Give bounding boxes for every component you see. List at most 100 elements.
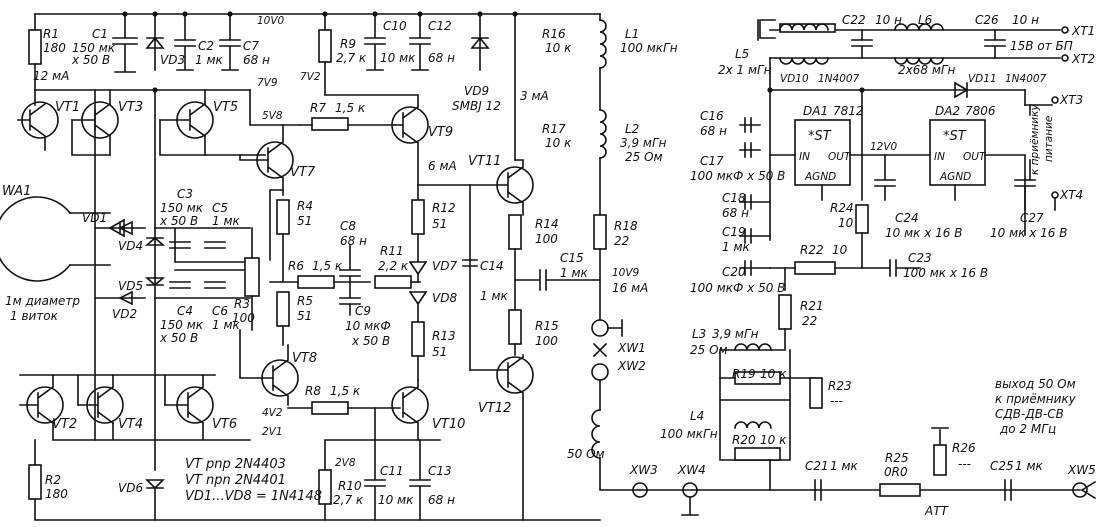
- label: 51: [432, 345, 447, 359]
- label: 10 к: [760, 433, 787, 447]
- label: 150 мк: [160, 201, 204, 215]
- label: VD6: [118, 481, 143, 495]
- label: до 2 МГц: [999, 422, 1056, 436]
- label: СДВ-ДВ-СВ: [995, 407, 1064, 421]
- label: L3: [692, 327, 706, 341]
- label: C7: [243, 39, 259, 53]
- label: к приёмнику: [995, 392, 1077, 406]
- lower-transistor-row: [19, 329, 601, 521]
- label: R11: [380, 244, 404, 258]
- label: L5: [735, 47, 749, 61]
- label: R21: [800, 299, 824, 313]
- label: выход 50 Ом: [995, 377, 1076, 391]
- label: DA2: [935, 104, 960, 118]
- label: XT3: [1059, 93, 1083, 107]
- label: 10 мк x 16 В: [990, 226, 1067, 240]
- label: ---: [958, 457, 971, 471]
- label: 10 н: [1012, 13, 1039, 27]
- label: R1: [43, 27, 59, 41]
- label: 68 н: [243, 53, 270, 67]
- label: 16 мА: [612, 281, 648, 295]
- da1-regulator: [794, 119, 851, 186]
- label: C10: [383, 19, 407, 33]
- label: 6 мА: [428, 159, 457, 173]
- label: 2V8: [335, 457, 356, 469]
- label: L6: [918, 13, 933, 27]
- label: VT11: [468, 154, 501, 169]
- label: 4V2: [262, 407, 283, 419]
- label: VD4: [118, 239, 143, 253]
- label: R22: [800, 243, 824, 257]
- label: WA1: [2, 184, 31, 199]
- label: VD3: [160, 53, 185, 67]
- label: 10: [838, 216, 854, 230]
- label: 15В от БП: [1010, 39, 1073, 53]
- label: C23: [908, 251, 932, 265]
- label: XW2: [617, 359, 646, 373]
- label: DA1: [803, 104, 828, 118]
- label: C24: [895, 211, 919, 225]
- label: x 50 В: [351, 334, 390, 348]
- label: 10 к: [545, 41, 572, 55]
- r7-resistor: [311, 117, 349, 131]
- label: 2,2 к: [378, 259, 409, 273]
- label: 1 мк: [212, 214, 241, 228]
- label: 100 мкФ x 50 В: [690, 169, 785, 183]
- label: 1,5 к: [312, 259, 343, 273]
- label: C26: [975, 13, 999, 27]
- label: XW4: [677, 463, 706, 477]
- label: 7V2: [300, 71, 321, 83]
- label: R26: [952, 441, 976, 455]
- label: R8: [305, 384, 321, 398]
- label: 7812: [833, 104, 864, 118]
- label: x 50 В: [71, 53, 110, 67]
- label: R9: [340, 37, 356, 51]
- label: 10 мк: [378, 493, 414, 507]
- label: 10V9: [612, 267, 640, 279]
- label: R12: [432, 201, 456, 215]
- top-rail: [28, 11, 601, 96]
- label: АТТ: [924, 504, 950, 518]
- label: к приёмнику: [1029, 104, 1041, 175]
- label: 2,7 к: [336, 51, 367, 65]
- label: 150 мк: [160, 318, 204, 332]
- label: 5V8: [262, 110, 283, 122]
- label: R18: [614, 219, 638, 233]
- label: 1 мк: [1015, 459, 1044, 473]
- label: 100 мк x 16 В: [903, 266, 988, 280]
- label: 100 мкГн: [620, 41, 678, 55]
- label: 100 мкФ x 50 В: [690, 281, 785, 295]
- label: XW5: [1067, 463, 1096, 477]
- label: C16: [700, 109, 724, 123]
- label: C12: [428, 19, 452, 33]
- label: ---: [830, 394, 843, 408]
- label: R5: [297, 294, 313, 308]
- label: XT1: [1071, 24, 1095, 38]
- label: VT1: [55, 100, 80, 115]
- label: 0R0: [884, 465, 908, 479]
- label: 2,7 к: [333, 493, 364, 507]
- label: 68 н: [340, 234, 367, 248]
- label: R6: [288, 259, 304, 273]
- label: 68 н: [700, 124, 727, 138]
- label: R24: [830, 201, 854, 215]
- label: VT pnp 2N4403: [185, 457, 286, 472]
- label: 1,5 к: [330, 384, 361, 398]
- label: R14: [535, 217, 559, 231]
- label: VT8: [292, 351, 317, 366]
- label: C3: [177, 187, 193, 201]
- label: 100 мкГн: [660, 427, 718, 441]
- label: x 50 В: [159, 331, 198, 345]
- label: 10 мкФ: [345, 319, 391, 333]
- label: C14: [480, 259, 504, 273]
- label: 2V1: [262, 426, 283, 438]
- label: C4: [177, 304, 193, 318]
- label: VT6: [212, 417, 237, 432]
- label: R23: [828, 379, 852, 393]
- label: VT7: [290, 165, 316, 180]
- label: R25: [885, 451, 909, 465]
- label: VD5: [118, 279, 143, 293]
- label: 150 мк: [72, 41, 116, 55]
- label: VD8: [432, 291, 457, 305]
